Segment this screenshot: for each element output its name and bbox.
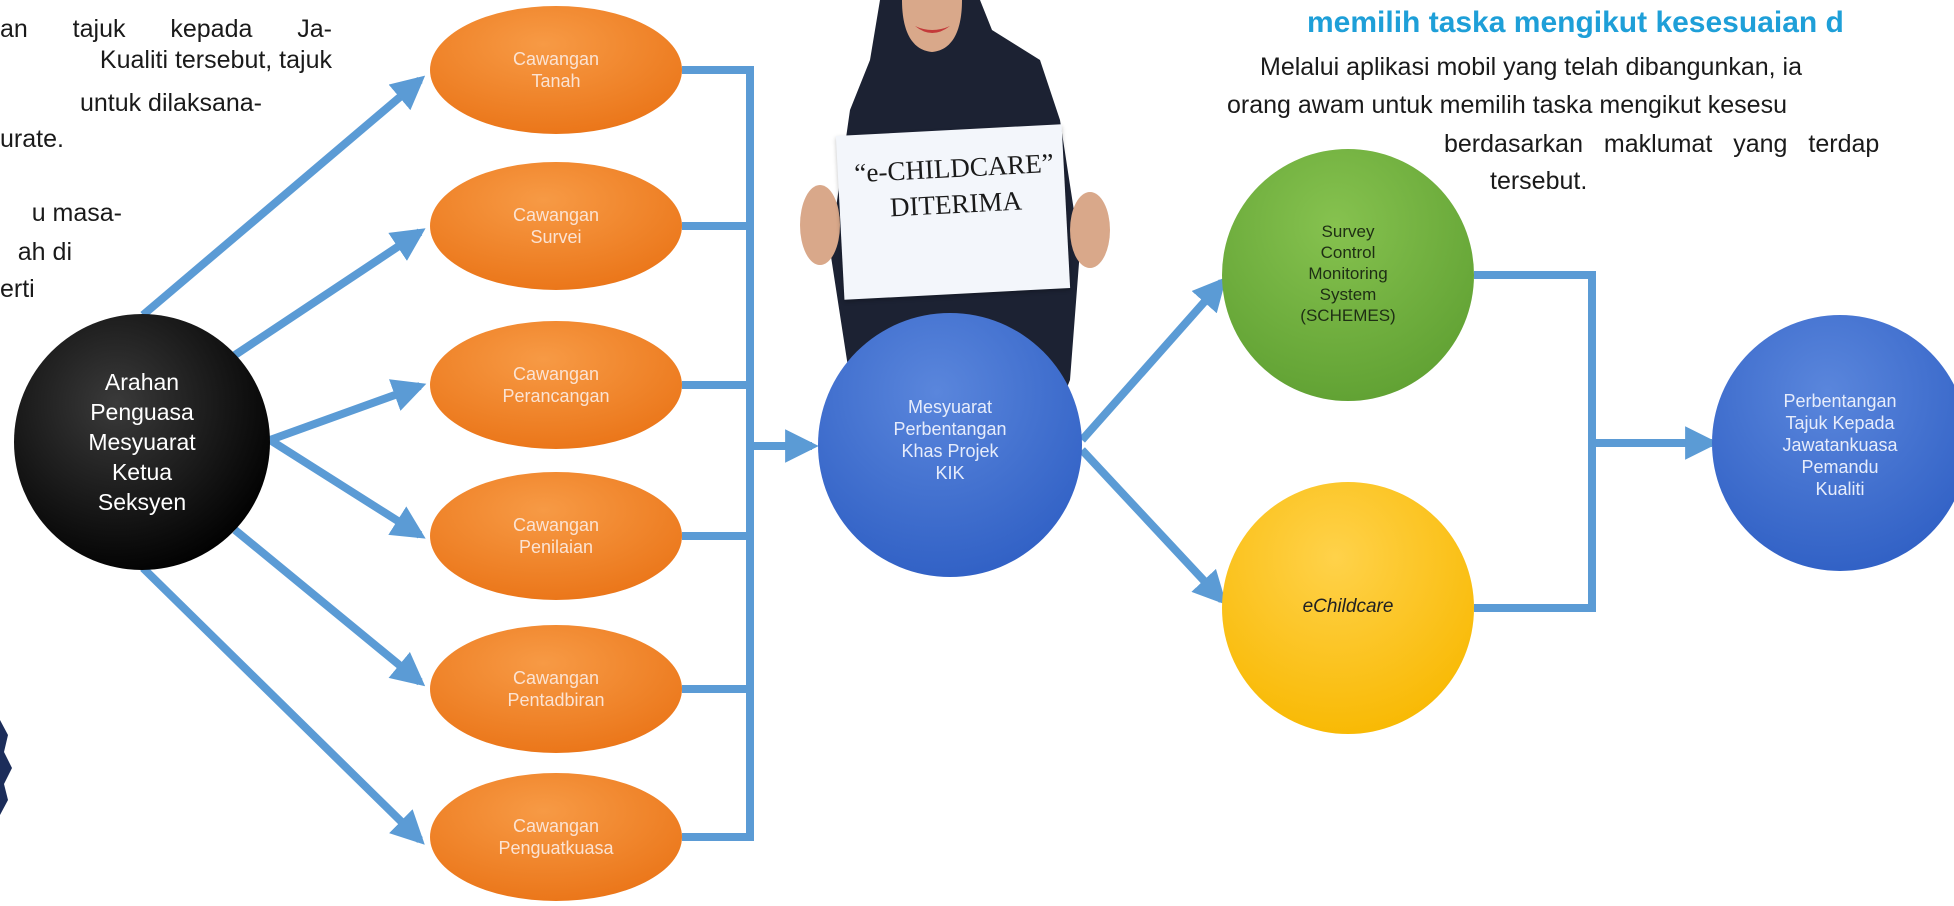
- right-heading: memilih taska mengikut kesesuaian d: [1307, 6, 1844, 39]
- node-echildcare-label: eChildcare: [1302, 596, 1394, 617]
- node-perbentangan: [1712, 315, 1954, 571]
- node-perbentangan-label: Perbentangan Tajuk Kepada Jawatankuasa P…: [1782, 391, 1898, 499]
- node-arahan: [14, 314, 270, 570]
- node-penguatkuasa-label: Cawangan Penguatkuasa: [498, 816, 614, 858]
- node-mesyuarat: [818, 313, 1082, 577]
- node-survei-label: Cawangan Survei: [512, 205, 600, 247]
- node-echildcare: [1222, 482, 1474, 734]
- sign-text: “e-CHILDCARE” DITERIMA: [853, 147, 1055, 223]
- node-cawangan-tanah: [430, 6, 682, 134]
- node-arahan-label: Arahan Penguasa Mesyuarat Ketua Seksyen: [88, 369, 196, 515]
- left-text-line-4: urate.: [0, 125, 64, 153]
- node-cawangan-pentadbiran: [430, 625, 682, 753]
- left-text-line-3: untuk dilaksana-: [79, 89, 262, 117]
- bracket-join: [1474, 271, 1719, 612]
- right-text-line-3: berdasarkan maklumat yang terdap: [1444, 130, 1880, 158]
- bracket-cawangan: [682, 66, 819, 841]
- left-text-line-6: ah di: [17, 238, 72, 266]
- arrows-arahan-to-cawangan: [140, 75, 427, 845]
- node-mesyuarat-label: Mesyuarat Perbentangan Khas Projek KIK: [893, 397, 1007, 483]
- node-perancangan-label: Cawangan Perancangan: [502, 364, 610, 406]
- node-pentadbiran-label: Cawangan Pentadbiran: [507, 668, 605, 710]
- left-text-line-7: erti: [0, 275, 35, 303]
- left-text-line-5: u masa-: [31, 199, 122, 227]
- right-text-line-1: Melalui aplikasi mobil yang telah dibang…: [1260, 53, 1803, 81]
- node-tanah-label: Cawangan Tanah: [512, 49, 600, 91]
- node-cawangan-penguatkuasa: [430, 773, 682, 901]
- node-schemes: [1222, 149, 1474, 401]
- right-text-line-4: tersebut.: [1490, 167, 1588, 195]
- node-penilaian-label: Cawangan Penilaian: [512, 515, 600, 557]
- logo-partial: [0, 720, 12, 815]
- left-text-line-2: Kualiti tersebut, tajuk: [99, 46, 332, 74]
- node-schemes-label: Survey Control Monitoring System (SCHEME…: [1300, 221, 1396, 325]
- node-cawangan-penilaian: [430, 472, 682, 600]
- node-cawangan-survei: [430, 162, 682, 290]
- left-text-line-1: an tajuk kepada Ja-: [0, 15, 332, 43]
- arrows-mesyuarat-split: [1079, 276, 1227, 605]
- node-cawangan-perancangan: [430, 321, 682, 449]
- right-text-line-2: orang awam untuk memilih taska mengikut …: [1227, 91, 1787, 119]
